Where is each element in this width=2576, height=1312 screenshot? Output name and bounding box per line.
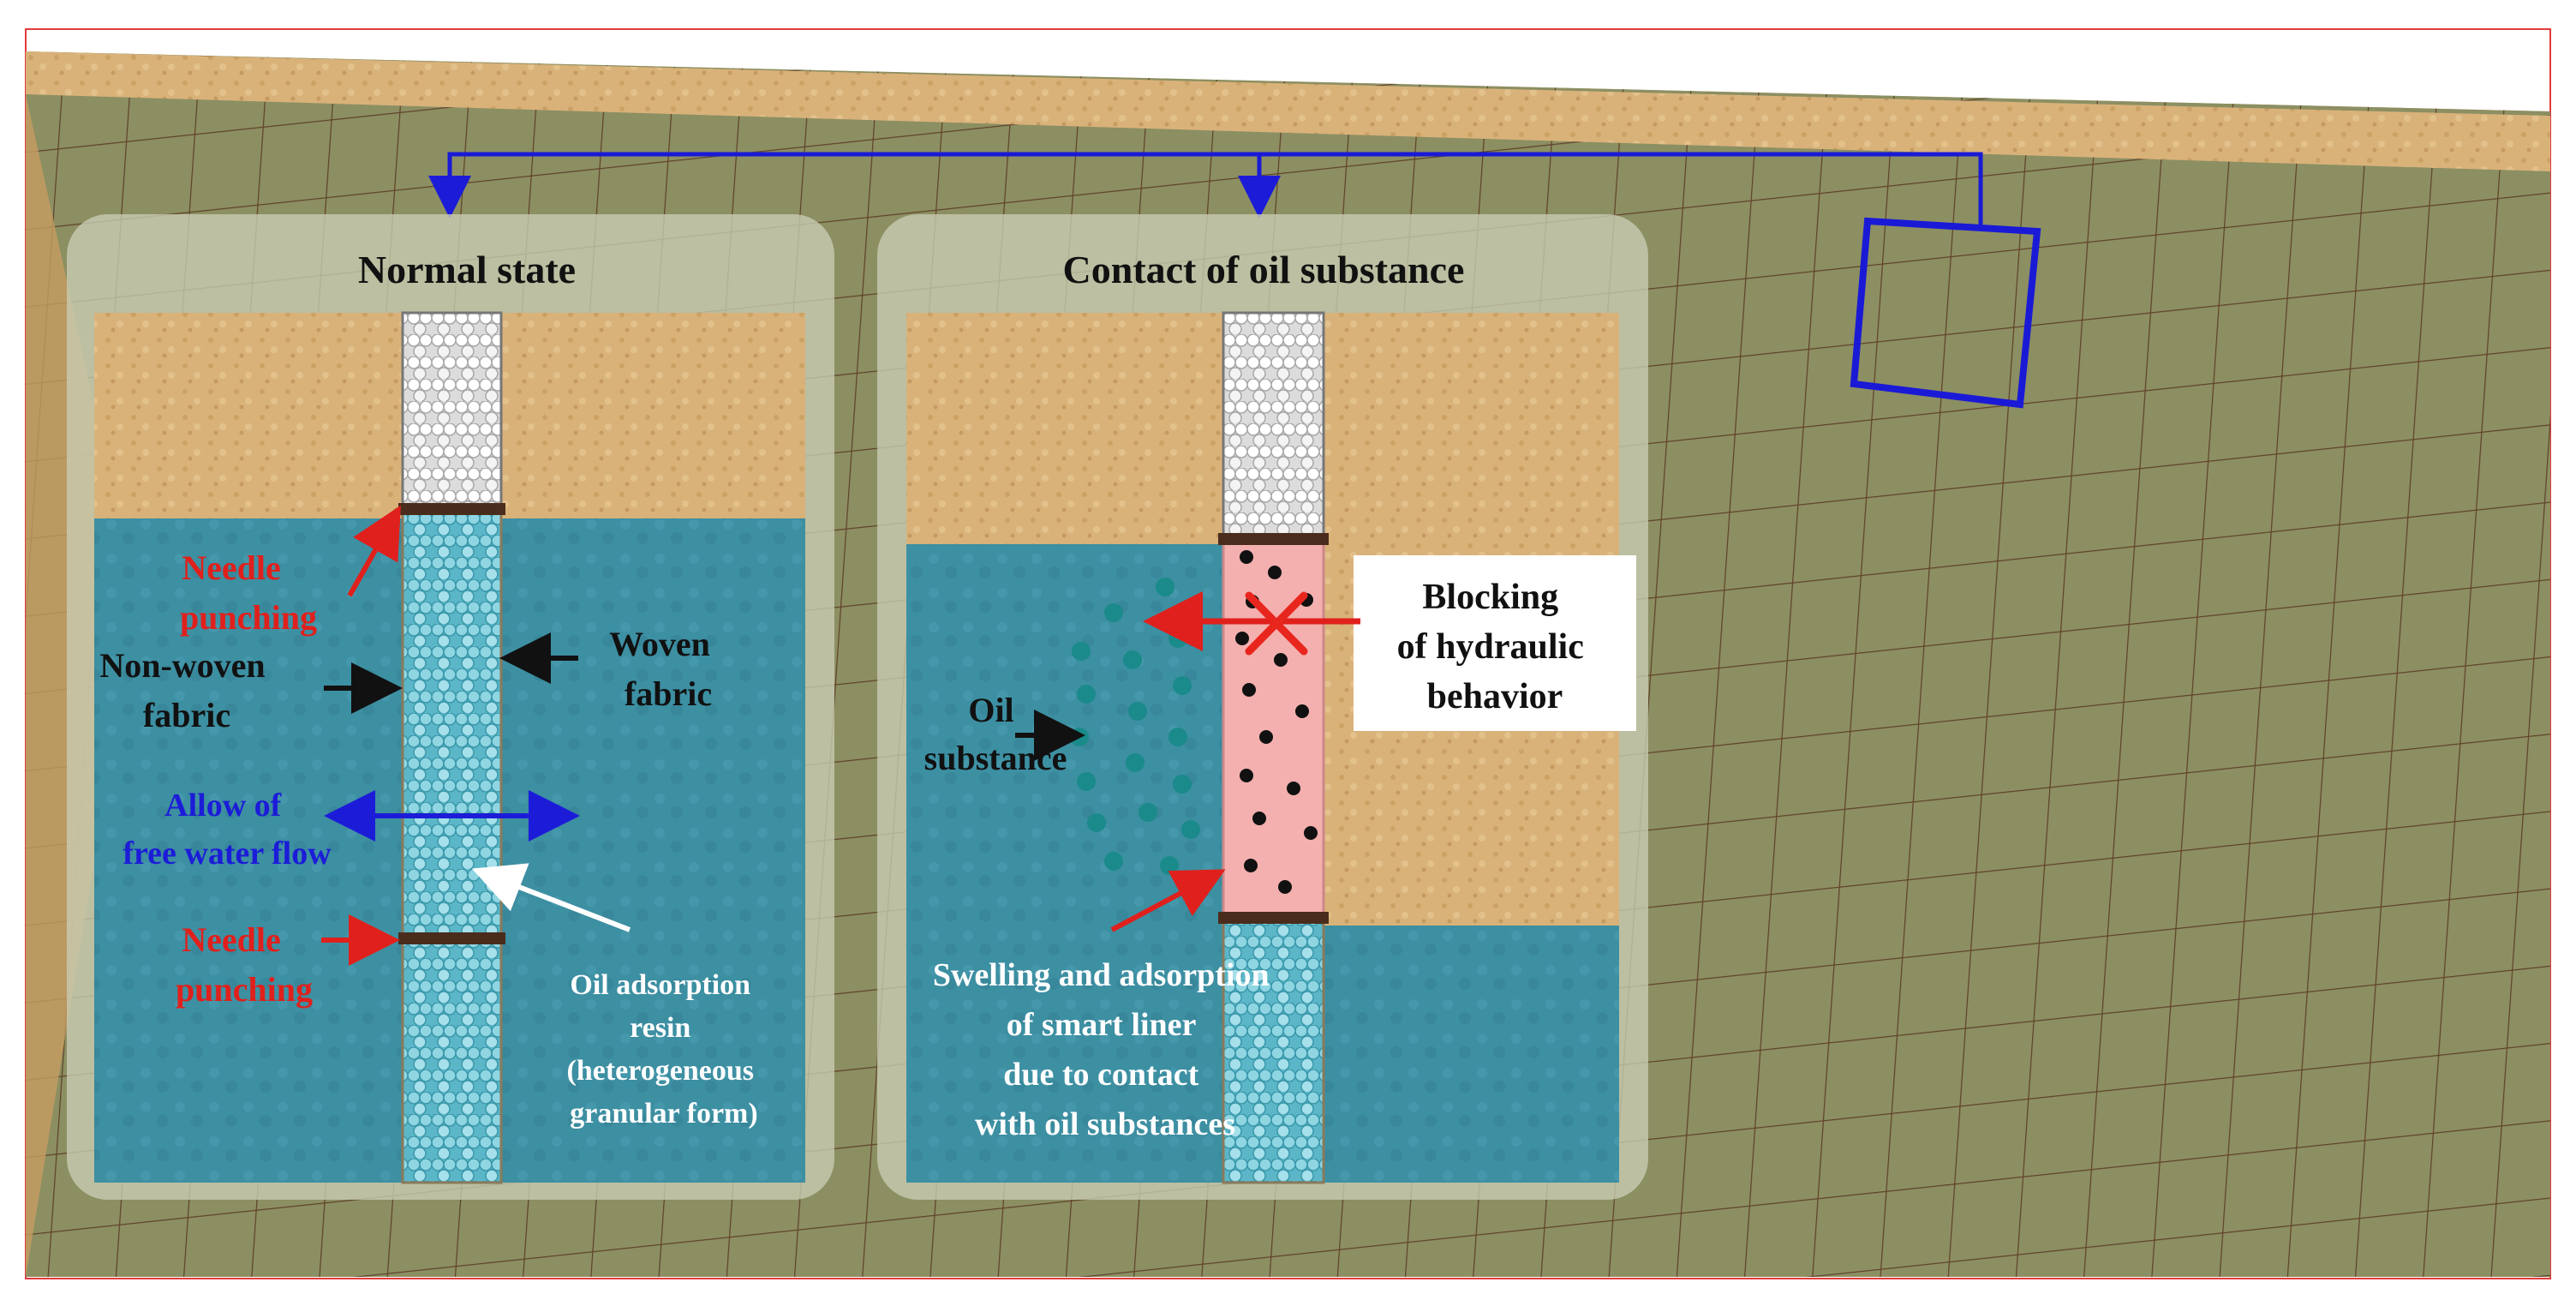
oil-swelling-arrow	[1110, 869, 1226, 932]
oil-needle-band-bottom	[1218, 912, 1329, 924]
normal-needle-top-label: Needle punching	[180, 548, 317, 637]
normal-resin-arrow	[471, 863, 631, 932]
oil-water-right	[1324, 926, 1619, 1183]
oil-liner-bottom	[1222, 915, 1325, 1184]
oil-swelling-label: Swelling and adsorption of smart liner d…	[933, 957, 1277, 1142]
normal-woven-label: Woven fabric	[609, 625, 719, 713]
normal-needle-bottom-label: Needle punching	[176, 920, 313, 1009]
normal-water-left	[94, 518, 403, 1183]
normal-needle-band-top	[398, 503, 505, 515]
bracket-line	[428, 152, 1983, 225]
blocking-x-mark	[1245, 591, 1308, 656]
normal-liner-bottom	[401, 508, 503, 1184]
normal-soil-left	[94, 313, 403, 518]
panel-normal-state: Normal state Needle punching Non-woven f…	[67, 214, 834, 1200]
normal-soil-right	[501, 313, 805, 518]
oil-liner-top	[1222, 311, 1325, 542]
normal-resin-label: Oil adsorption resin (heterogeneous gran…	[567, 969, 762, 1129]
normal-liner-top	[401, 311, 503, 512]
oil-blocking-label: Blocking of hydraulic behavior	[1397, 578, 1593, 716]
highlight-bracket	[428, 152, 2041, 409]
normal-flow-label: Allow of free water flow	[123, 788, 332, 872]
panel-oil-title: Contact of oil substance	[1063, 248, 1465, 291]
normal-water-right	[501, 518, 805, 1183]
top-sand-band	[26, 51, 2550, 171]
normal-needle-top-arrow	[347, 505, 401, 597]
oil-soil-left	[906, 313, 1223, 544]
swollen-particles	[1235, 550, 1318, 894]
highlight-square	[1850, 217, 2041, 409]
panel-normal-title: Normal state	[358, 248, 576, 291]
panel-oil-contact: Contact of oil substance	[877, 214, 1648, 1200]
blocking-box	[1354, 555, 1636, 731]
oil-needle-band-top	[1218, 533, 1329, 545]
normal-needle-band-bottom	[398, 932, 505, 944]
normal-nonwoven-label: Non-woven fabric	[99, 646, 273, 734]
